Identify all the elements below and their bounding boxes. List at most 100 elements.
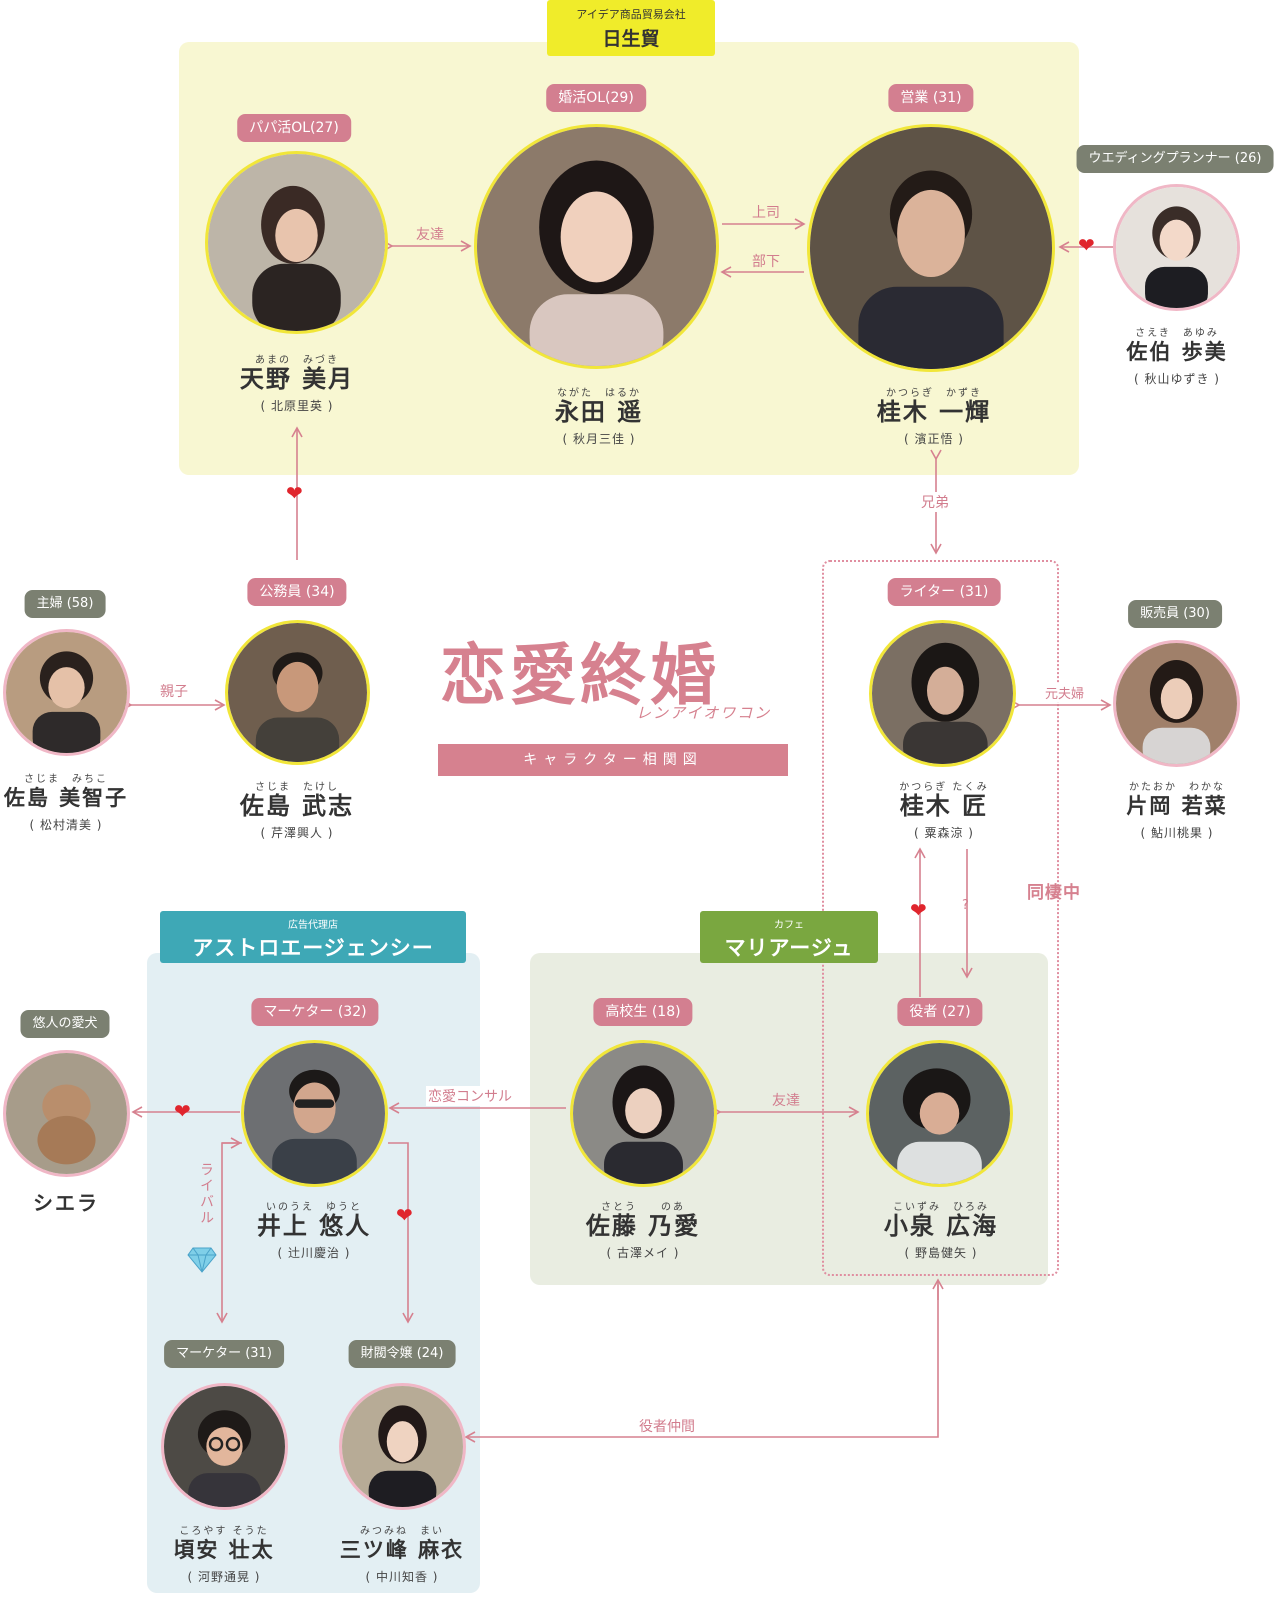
- nisseiga-name: 日生貿: [602, 28, 660, 50]
- mariage-name: マリアージュ: [724, 936, 854, 960]
- role-tag-kazuki: 営業 (31): [888, 84, 974, 112]
- ruby-noa: さとう のあ: [600, 1202, 685, 1213]
- portrait-michiko: [3, 629, 130, 756]
- role-tag-wakana: 販売員 (30): [1128, 600, 1222, 628]
- portrait-takumi: [869, 620, 1016, 767]
- nisseiga-label: アイデア商品貿易会社 日生貿: [547, 0, 715, 56]
- role-tag-sheila: 悠人の愛犬: [20, 1010, 110, 1038]
- name-block-mai: みつみね まい 三ツ峰 麻衣 ( 中川知香 ): [340, 1522, 464, 1585]
- diamond-icon: [187, 1247, 217, 1273]
- actor-hiromi: ( 野島健矢 ): [904, 1246, 978, 1260]
- role-tag-mizuki: パパ活OL(27): [237, 114, 351, 142]
- relation-friends-mizuki-haruka: 友達: [414, 224, 446, 244]
- portrait-haruka: [474, 124, 719, 369]
- name-mizuki: 天野 美月: [239, 365, 355, 393]
- heart-icon: ❤: [174, 1099, 191, 1123]
- ruby-michiko: さじま みちこ: [24, 774, 108, 785]
- name-block-yuto: いのうえ ゆうと 井上 悠人 ( 辻川慶治 ): [257, 1198, 371, 1261]
- name-takumi: 桂木 匠: [899, 792, 989, 820]
- ruby-haruka: ながた はるか: [556, 388, 641, 399]
- actor-ayumi: ( 秋山ゆずき ): [1134, 372, 1220, 386]
- chart-title-bar: キャラクター相関図: [438, 744, 788, 776]
- heart-icon: ❤: [396, 1203, 413, 1227]
- astro-name: アストロエージェンシー: [192, 936, 434, 960]
- actor-yuto: ( 辻川慶治 ): [277, 1246, 351, 1260]
- name-block-ayumi: さえき あゆみ 佐伯 歩美 ( 秋山ゆずき ): [1126, 324, 1227, 387]
- relation-actor-colleague: 役者仲間: [637, 1416, 697, 1436]
- nisseiga-sub: アイデア商品貿易会社: [576, 8, 686, 21]
- ruby-kazuki: かつらぎ かずき: [885, 388, 982, 399]
- drama-title: 恋愛終婚: [440, 636, 720, 714]
- name-haruka: 永田 遥: [554, 398, 644, 426]
- relation-question: ?: [962, 898, 969, 913]
- relation-ex-couple: 元夫婦: [1043, 683, 1087, 702]
- name-block-haruka: ながた はるか 永田 遥 ( 秋月三佳 ): [555, 384, 643, 447]
- actor-haruka: ( 秋月三佳 ): [562, 432, 636, 446]
- portrait-mai: [339, 1383, 466, 1510]
- role-tag-yuto: マーケター (32): [251, 998, 379, 1026]
- name-ayumi: 佐伯 歩美: [1126, 340, 1228, 364]
- actor-wakana: ( 鮎川桃果 ): [1140, 826, 1214, 840]
- ruby-takumi: かつらぎ たくみ: [899, 782, 989, 793]
- name-block-takumi: かつらぎ たくみ 桂木 匠 ( 粟森涼 ): [899, 778, 989, 841]
- name-hiromi: 小泉 広海: [883, 1212, 999, 1240]
- name-block-kazuki: かつらぎ かずき 桂木 一輝 ( 濱正悟 ): [877, 384, 991, 447]
- heart-icon: ❤: [910, 898, 927, 922]
- ruby-wakana: かたおか わかな: [1129, 782, 1225, 793]
- ruby-hiromi: こいずみ ひろみ: [892, 1202, 989, 1213]
- ruby-yuto: いのうえ ゆうと: [265, 1202, 362, 1213]
- portrait-kazuki: [807, 124, 1055, 372]
- relation-parent-child: 親子: [158, 681, 190, 701]
- relation-love-consult: 恋愛コンサル: [426, 1086, 514, 1106]
- ruby-takeshi: さじま たけし: [254, 782, 339, 793]
- portrait-hiromi: [866, 1040, 1013, 1187]
- ruby-ayumi: さえき あゆみ: [1135, 328, 1219, 339]
- role-tag-noa: 高校生 (18): [593, 998, 693, 1026]
- relation-brothers: 兄弟: [919, 492, 951, 512]
- role-tag-sota: マーケター (31): [164, 1340, 284, 1368]
- relation-living-together: 同棲中: [1027, 883, 1081, 903]
- portrait-sheila: [3, 1050, 130, 1177]
- portrait-yuto: [241, 1040, 388, 1187]
- portrait-ayumi: [1113, 184, 1240, 311]
- name-block-sheila: シエラ: [33, 1180, 99, 1218]
- portrait-wakana: [1113, 640, 1240, 767]
- astro-label: 広告代理店 アストロエージェンシー: [160, 911, 466, 963]
- portrait-mizuki: [205, 151, 388, 334]
- actor-takumi: ( 粟森涼 ): [914, 826, 974, 840]
- name-block-takeshi: さじま たけし 佐島 武志 ( 芹澤興人 ): [240, 778, 354, 841]
- name-sota: 頃安 壮太: [173, 1538, 275, 1562]
- portrait-takeshi: [225, 620, 370, 765]
- name-mai: 三ツ峰 麻衣: [339, 1538, 465, 1562]
- mariage-label: カフェ マリアージュ: [700, 911, 878, 963]
- actor-mizuki: ( 北原里英 ): [260, 399, 334, 413]
- name-kazuki: 桂木 一輝: [876, 398, 992, 426]
- actor-michiko: ( 松村清美 ): [29, 818, 103, 832]
- relation-subordinate: 部下: [750, 251, 782, 271]
- name-sheila: シエラ: [33, 1191, 99, 1215]
- role-tag-haruka: 婚活OL(29): [546, 84, 646, 112]
- astro-sub: 広告代理店: [288, 920, 338, 931]
- relation-boss: 上司: [750, 202, 782, 222]
- name-block-wakana: かたおか わかな 片岡 若菜 ( 鮎川桃果 ): [1126, 778, 1227, 841]
- ruby-mizuki: あまの みづき: [254, 355, 339, 366]
- name-block-mizuki: あまの みづき 天野 美月 ( 北原里英 ): [240, 351, 354, 414]
- role-tag-michiko: 主婦 (58): [24, 590, 106, 618]
- name-block-hiromi: こいずみ ひろみ 小泉 広海 ( 野島健矢 ): [884, 1198, 998, 1261]
- name-block-michiko: さじま みちこ 佐島 美智子 ( 松村清美 ): [4, 770, 128, 833]
- actor-mai: ( 中川知香 ): [365, 1570, 439, 1584]
- actor-noa: ( 古澤メイ ): [606, 1246, 680, 1260]
- name-noa: 佐藤 乃愛: [585, 1212, 701, 1240]
- heart-icon: ❤: [286, 481, 303, 505]
- name-block-noa: さとう のあ 佐藤 乃愛 ( 古澤メイ ): [586, 1198, 700, 1261]
- ruby-mai: みつみね まい: [360, 1526, 444, 1537]
- role-tag-takeshi: 公務員 (34): [247, 578, 347, 606]
- name-wakana: 片岡 若菜: [1126, 794, 1228, 818]
- mariage-sub: カフェ: [774, 920, 804, 931]
- actor-kazuki: ( 濱正悟 ): [903, 432, 964, 446]
- name-yuto: 井上 悠人: [256, 1212, 372, 1240]
- portrait-sota: [161, 1383, 288, 1510]
- name-block-sota: ころやす そうた 頃安 壮太 ( 河野通晃 ): [173, 1522, 274, 1585]
- drama-title-kana: レンアイオワコン: [636, 704, 772, 722]
